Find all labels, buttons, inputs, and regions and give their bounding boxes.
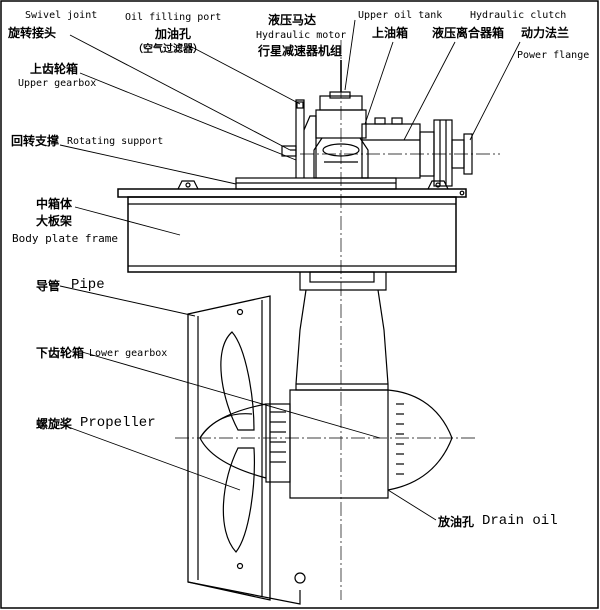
lower-gearbox-cn-label: 下齿轮箱 [36,346,85,360]
lower-gearbox-pod [199,389,453,499]
propeller [199,331,255,553]
rotating-support-cn-label: 回转支撑 [11,134,60,148]
upper-gearbox-en-label: Upper gearbox [18,78,97,89]
body-plate-en-label: Body plate frame [12,232,118,245]
hydraulic-clutch-en-label: Hydraulic clutch [470,10,567,21]
strut [295,289,389,391]
power-flange-en-label: Power flange [517,50,590,61]
planetary-reducer-cn-label: 行星减速器机组 [258,44,343,58]
air-filter-cn-label: （空气过滤器） [133,44,203,55]
body-plate-cn-label: 大板架 [36,214,73,228]
upper-oil-tank-en-label: Upper oil tank [358,10,443,21]
oil-filling-cn-label: 加油孔 [155,27,192,41]
upper-gearbox-cn-label: 上齿轮箱 [30,62,79,76]
rotating-support-en-label: Rotating support [67,136,164,147]
propeller-cn-label: 螺旋桨 [36,417,73,431]
upper-oil-tank [361,117,421,179]
drain-en-label: Drain oil [482,513,558,529]
lower-gearbox-en-label: Lower gearbox [89,348,168,359]
upper-gearbox [281,99,317,178]
drain-cn-label: 放油孔 [438,515,475,529]
hydraulic-clutch-cn-label: 液压离合器箱 [432,26,505,40]
body-plate-frame [117,180,467,273]
propeller-en-label: Propeller [80,415,156,431]
nozzle-pipe [187,295,306,605]
power-flange-cn-label: 动力法兰 [521,26,570,40]
neck [299,271,387,291]
hydraulic-motor-cn-label: 液压马达 [268,13,317,27]
hydraulic-motor-en-label: Hydraulic motor [256,30,347,41]
leader-lines [59,19,521,521]
pipe-cn-label: 导管 [36,279,61,293]
middle-box-cn-label: 中箱体 [36,197,73,211]
pipe-en-label: Pipe [71,277,105,293]
rotating-support [235,177,397,190]
swivel-joint-cn-label: 旋转接头 [8,26,57,40]
swivel-joint-en-label: Swivel joint [25,10,98,21]
hydraulic-clutch [419,119,453,187]
upper-oil-tank-cn-label: 上油箱 [372,26,409,40]
oil-filling-en-label: Oil filling port [125,12,222,23]
